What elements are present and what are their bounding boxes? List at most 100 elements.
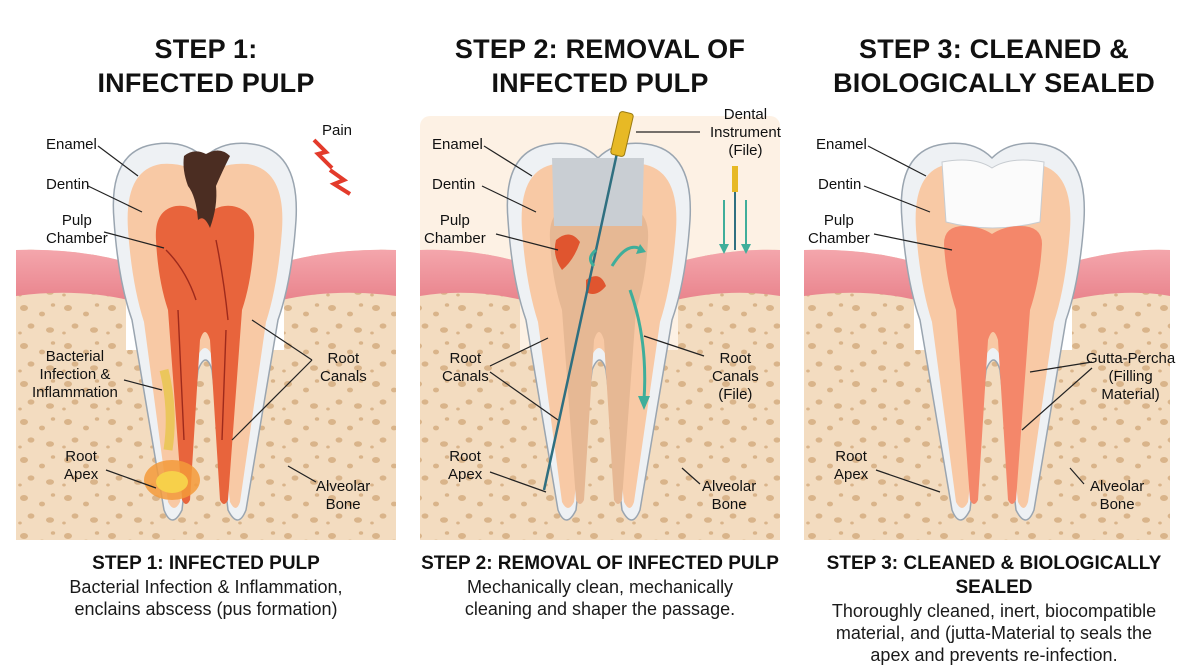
caption-line: Thoroughly cleaned, inert, biocompatible: [831, 601, 1157, 621]
title-line: STEP 2: REMOVAL OF: [454, 34, 746, 64]
label-pain: Pain: [322, 122, 353, 139]
alveolar-bone-right: [1072, 249, 1170, 540]
label-line: (File): [718, 386, 753, 403]
caption-line: apex and prevents re-infection.: [870, 645, 1118, 665]
access-cavity: [552, 158, 644, 226]
label-bacterial-infection: Bacterial Infection & Inflammation: [32, 348, 118, 402]
label-gutta-percha: Gutta-Percha (Filling Material): [1086, 350, 1175, 404]
gum-left: [804, 249, 916, 300]
step-2-title: STEP 2: REMOVAL OF INFECTED PULP: [410, 32, 790, 100]
caption-title: STEP 1: INFECTED PULP: [92, 553, 320, 574]
label-line: Apex: [834, 466, 869, 483]
caption-line: Bacterial Infection & Inflammation,: [69, 577, 343, 597]
label-line: Root: [327, 350, 360, 367]
pain-bolt-icon: [328, 168, 352, 196]
label-line: Bacterial: [45, 348, 105, 365]
caption-body: Bacterial Infection & Inflammation, encl…: [16, 576, 396, 620]
title-line: INFECTED PULP: [97, 68, 315, 98]
gum-left: [16, 249, 128, 300]
infected-tissue: [554, 234, 580, 270]
alveolar-bone-right: [284, 249, 396, 540]
label-pulp-chamber: Pulp Chamber: [424, 212, 486, 248]
alveolar-bone-left: [804, 249, 914, 540]
pulp-being-cleaned: [549, 205, 649, 504]
gutta-percha: [944, 226, 1042, 504]
label-line: Root: [449, 350, 482, 367]
label-line: Inflammation: [32, 384, 118, 401]
gum-right: [282, 249, 396, 300]
caption-line: cleaning and shaper the passage.: [464, 599, 736, 619]
file-handle: [610, 111, 634, 157]
label-line: Canals: [712, 368, 759, 385]
label-line: Dental: [723, 106, 768, 123]
caption-title: STEP 3: CLEANED & BIOLOGICALLY SEALED: [826, 553, 1162, 598]
caption-line: material, and (jutta-Material tọ seals t…: [835, 623, 1153, 643]
label-root-canals-left: Root Canals: [442, 350, 489, 386]
label-pulp-chamber: Pulp Chamber: [46, 212, 108, 248]
label-enamel: Enamel: [816, 136, 867, 153]
title-line: BIOLOGICALLY SEALED: [833, 68, 1155, 98]
label-line: Root: [719, 350, 752, 367]
step-1-caption: STEP 1: INFECTED PULP Bacterial Infectio…: [16, 552, 396, 620]
gum-right: [676, 249, 780, 300]
label-line: Alveolar: [1090, 478, 1145, 495]
step-2-caption: STEP 2: REMOVAL OF INFECTED PULP Mechani…: [410, 552, 790, 620]
label-line: Bone: [325, 496, 361, 513]
tooth-diagram-infected: [16, 110, 396, 550]
label-line: Bone: [1099, 496, 1135, 513]
label-line: Apex: [64, 466, 99, 483]
label-line: Chamber: [424, 230, 486, 247]
gum-left: [420, 249, 522, 300]
panel-step-3: STEP 3: CLEANED & BIOLOGICALLY SEALED En…: [804, 0, 1184, 669]
file-icon: [732, 166, 738, 192]
label-line: Alveolar: [702, 478, 757, 495]
label-line: Pulp: [439, 212, 470, 229]
filling-restoration: [941, 159, 1045, 229]
step-3-caption: STEP 3: CLEANED & BIOLOGICALLY SEALED Th…: [804, 552, 1184, 666]
label-pulp-chamber: Pulp Chamber: [808, 212, 870, 248]
alveolar-bone-left: [420, 249, 520, 540]
label-root-apex: Root Apex: [64, 448, 98, 484]
label-line: (Filling: [1108, 368, 1153, 385]
label-line: Canals: [442, 368, 489, 385]
alveolar-bone-right: [678, 249, 780, 540]
tooth-diagram-sealed: [804, 116, 1170, 540]
title-line: INFECTED PULP: [491, 68, 709, 98]
caption-line: enclains abscess (pus formation): [74, 599, 338, 619]
caption-line: Mechanically clean, mechanically: [466, 577, 734, 597]
alveolar-bone-left: [16, 249, 126, 540]
panel-step-2: STEP 2: REMOVAL OF INFECTED PULP: [410, 0, 790, 669]
label-line: Alveolar: [316, 478, 371, 495]
label-root-apex: Root Apex: [834, 448, 868, 484]
label-line: Bone: [711, 496, 747, 513]
pain-bolt-icon: [312, 138, 334, 170]
gum-right: [1070, 249, 1170, 300]
label-enamel: Enamel: [46, 136, 97, 153]
label-line: Material): [1101, 386, 1160, 403]
panel-step-1: STEP 1: INFECTED PULP: [16, 0, 396, 669]
label-dentin: Dentin: [46, 176, 90, 193]
label-line: Infection &: [39, 366, 111, 383]
step-1-title: STEP 1: INFECTED PULP: [16, 32, 396, 100]
label-line: Gutta-Percha: [1086, 350, 1176, 367]
label-line: Root: [449, 448, 481, 465]
label-alveolar-bone: Alveolar Bone: [1090, 478, 1144, 514]
motion-arrow-icon: [628, 289, 647, 401]
label-line: Chamber: [808, 230, 870, 247]
caption-title: STEP 2: REMOVAL OF INFECTED PULP: [421, 553, 779, 574]
caption-body: Mechanically clean, mechanically cleanin…: [410, 576, 790, 620]
label-root-apex: Root Apex: [448, 448, 482, 484]
label-line: Root: [835, 448, 867, 465]
label-line: Pulp: [61, 212, 92, 229]
label-line: Root: [65, 448, 97, 465]
label-dentin: Dentin: [432, 176, 476, 193]
label-root-canals: Root Canals: [320, 350, 367, 386]
label-alveolar-bone: Alveolar Bone: [316, 478, 370, 514]
label-line: Apex: [448, 466, 483, 483]
file-shaft: [542, 129, 624, 491]
label-line: Pulp: [823, 212, 854, 229]
label-enamel: Enamel: [432, 136, 483, 153]
label-dental-instrument: Dental Instrument (File): [710, 106, 781, 160]
label-line: (File): [728, 142, 763, 159]
label-root-canals-right: Root Canals (File): [712, 350, 759, 404]
